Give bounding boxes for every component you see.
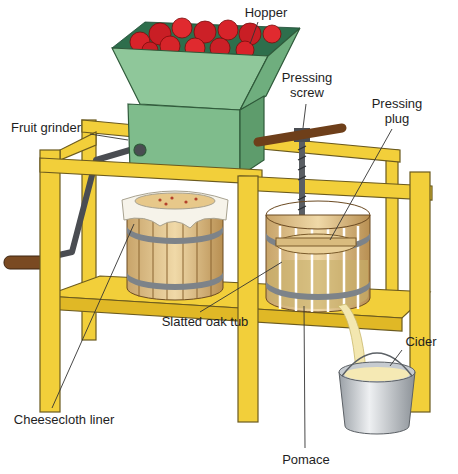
cider-stream-and-bucket — [338, 304, 415, 434]
left-tub — [122, 191, 228, 300]
part-label: Slatted oak tub — [150, 314, 260, 329]
part-label: Pomace — [276, 452, 336, 467]
front-frame — [40, 150, 432, 422]
part-label: Cheesecloth liner — [4, 412, 124, 427]
part-label: Hopper — [236, 5, 296, 20]
part-label: Fruit grinder — [4, 120, 88, 135]
hopper-and-grinder — [112, 28, 300, 176]
part-label: Pressing plug — [366, 96, 428, 126]
leader-lines — [52, 22, 402, 448]
part-label: Cider — [396, 334, 446, 349]
part-label: Pressing screw — [276, 70, 338, 100]
right-tub — [266, 201, 370, 312]
